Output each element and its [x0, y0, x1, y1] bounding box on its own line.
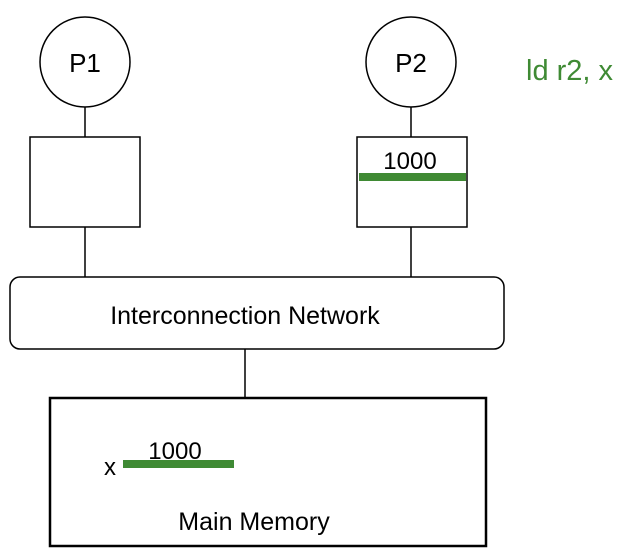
memory-var-name: x: [104, 454, 116, 481]
interconnection-network: [9, 276, 505, 350]
processor-p2-label: P2: [395, 48, 427, 78]
memory-var-line: [123, 460, 234, 468]
cache-p2-line: [359, 173, 466, 181]
main-memory-label: Main Memory: [178, 508, 330, 536]
interconnection-network-label: Interconnection Network: [110, 302, 380, 330]
cache-p1: [29, 136, 141, 228]
processor-p1-label: P1: [69, 48, 101, 78]
processor-p1: [39, 16, 131, 108]
processor-p2: [365, 16, 457, 108]
cache-p2-value: 1000: [383, 148, 436, 175]
instruction-label: ld r2, x: [526, 55, 614, 87]
cache-p2: [356, 136, 468, 228]
main-memory: [48, 396, 488, 548]
